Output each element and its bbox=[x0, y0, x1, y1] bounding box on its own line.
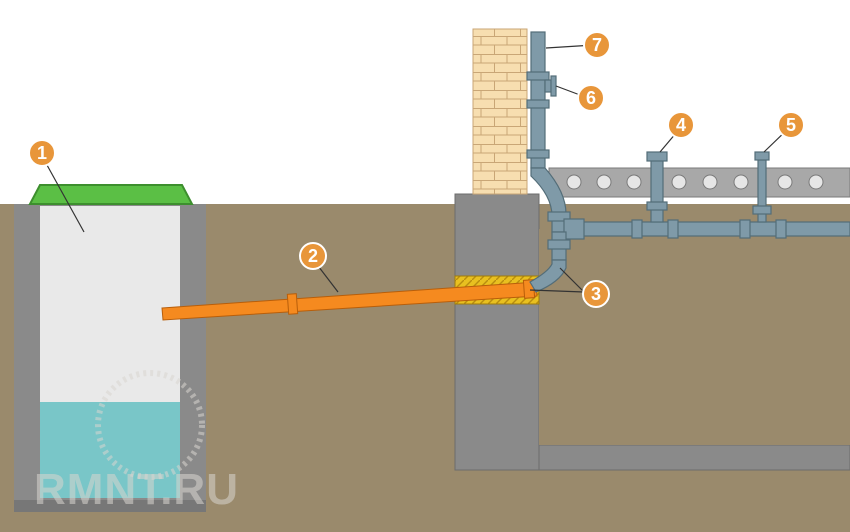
horizontal-drain bbox=[565, 221, 850, 237]
svg-text:4: 4 bbox=[676, 115, 686, 135]
callout-2: 2 bbox=[299, 242, 327, 270]
callout-1: 1 bbox=[28, 139, 56, 167]
svg-text:2: 2 bbox=[308, 246, 318, 266]
watermark-text: RMNT.RU bbox=[34, 465, 239, 514]
tank-base bbox=[14, 500, 206, 512]
callout-7: 7 bbox=[583, 31, 611, 59]
foundation-wall bbox=[454, 193, 540, 471]
svg-text:6: 6 bbox=[586, 88, 596, 108]
watermark: RMNT.RU bbox=[34, 370, 239, 514]
floor-beam bbox=[548, 167, 850, 198]
svg-text:1: 1 bbox=[37, 143, 47, 163]
svg-text:3: 3 bbox=[591, 284, 601, 304]
basement-space bbox=[539, 229, 850, 445]
watermark-emblem bbox=[95, 370, 205, 480]
brick-wall bbox=[472, 28, 528, 195]
svg-text:7: 7 bbox=[592, 35, 602, 55]
basement-floor bbox=[538, 444, 850, 471]
drain-pipes bbox=[526, 31, 850, 293]
callout-3: 3 bbox=[582, 280, 610, 308]
septic-tank bbox=[14, 184, 206, 512]
branch-4 bbox=[650, 159, 664, 223]
callout-5: 5 bbox=[777, 111, 805, 139]
svg-text:5: 5 bbox=[786, 115, 796, 135]
callout-6: 6 bbox=[577, 84, 605, 112]
outlet-pipe bbox=[161, 279, 538, 321]
tank-lid bbox=[28, 184, 194, 205]
tank-water bbox=[40, 402, 180, 498]
callout-4: 4 bbox=[667, 111, 695, 139]
